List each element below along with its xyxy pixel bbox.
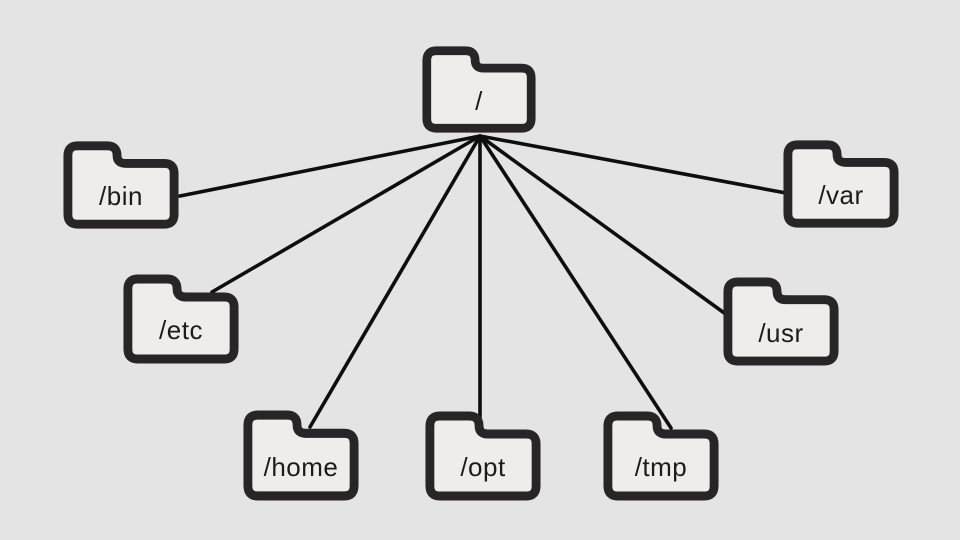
folder-icon — [603, 411, 719, 501]
edge-root-var — [478, 134, 788, 195]
folder-icon — [723, 277, 839, 366]
folder-label: /etc — [159, 315, 203, 346]
edge-root-home — [308, 134, 482, 429]
folder-node-home: /home — [242, 406, 360, 505]
folder-label: /usr — [758, 317, 804, 348]
folder-label: /tmp — [634, 452, 688, 483]
folder-label: /home — [263, 451, 339, 482]
folder-node-opt: /opt — [424, 407, 542, 505]
folder-icon — [425, 411, 541, 501]
edge-root-tmp — [478, 134, 673, 430]
folder-label: / — [475, 85, 483, 116]
folder-node-bin: /bin — [62, 137, 180, 233]
folder-icon — [783, 140, 899, 228]
folder-node-etc: /etc — [122, 270, 240, 368]
folder-icon — [63, 141, 179, 229]
folder-node-tmp: /tmp — [602, 407, 720, 505]
folder-label: /var — [818, 180, 864, 211]
folder-icon — [123, 274, 239, 364]
folder-node-usr: /usr — [722, 273, 840, 370]
edge-root-bin — [178, 134, 482, 198]
folder-icon — [422, 46, 536, 133]
folder-node-var: /var — [782, 136, 900, 232]
folder-label: /bin — [99, 181, 143, 212]
edge-root-usr — [478, 134, 729, 317]
folder-node-root: / — [421, 42, 537, 137]
folder-label: /opt — [460, 452, 506, 483]
edge-root-etc — [210, 134, 482, 294]
folder-icon — [243, 410, 359, 501]
